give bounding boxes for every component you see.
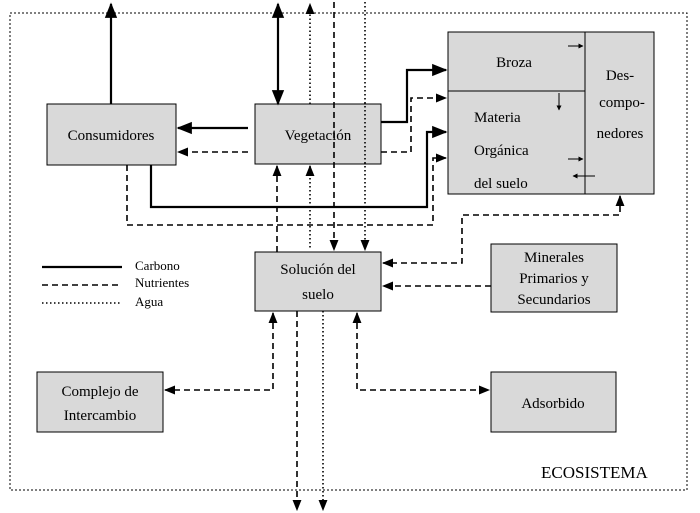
ecosystem-boundary (9, 12, 688, 491)
descomponedores-label-1: Des- (606, 68, 634, 84)
minerales-label-3: Secundarios (517, 292, 590, 308)
legend-label-carbono: Carbono (135, 258, 180, 273)
water-flows (305, 2, 370, 512)
vegetacion-label: Vegetación (285, 128, 352, 144)
consumidores-box: Consumidores (46, 103, 177, 166)
legend-label-nutrientes: Nutrientes (135, 275, 189, 290)
complejo-label-1: Complejo de (61, 384, 138, 400)
minerales-label-1: Minerales (524, 250, 584, 266)
complejo-label-2: Intercambio (64, 408, 136, 424)
broza-label: Broza (496, 55, 532, 71)
solucion-box: Solución del suelo (254, 251, 382, 312)
solucion-label-1: Solución del (280, 262, 355, 278)
materia-label-1: Materia (474, 110, 521, 126)
descomponedores-label-3: nedores (597, 126, 644, 142)
minerales-box: Minerales Primarios y Secundarios (490, 243, 618, 313)
minerales-label-2: Primarios y (519, 271, 589, 287)
descomponedores-label-2: compo- (599, 95, 645, 111)
complejo-box: Complejo de Intercambio (36, 371, 164, 433)
materia-label-3: del suelo (474, 176, 528, 192)
nutrient-flows (126, 2, 625, 512)
materia-label-2: Orgánica (474, 143, 529, 159)
legend: Carbono Nutrientes Agua (42, 258, 189, 309)
vegetacion-box: Vegetación (254, 103, 382, 165)
legend-label-agua: Agua (135, 294, 163, 309)
adsorbido-box: Adsorbido (490, 371, 617, 433)
ecosystem-label: ECOSISTEMA (541, 463, 648, 482)
adsorbido-label: Adsorbido (521, 396, 584, 412)
solucion-label-2: suelo (302, 287, 334, 303)
soil-organic-box: Broza Materia Orgánica del suelo Des- co… (447, 31, 655, 195)
consumidores-label: Consumidores (68, 128, 155, 144)
